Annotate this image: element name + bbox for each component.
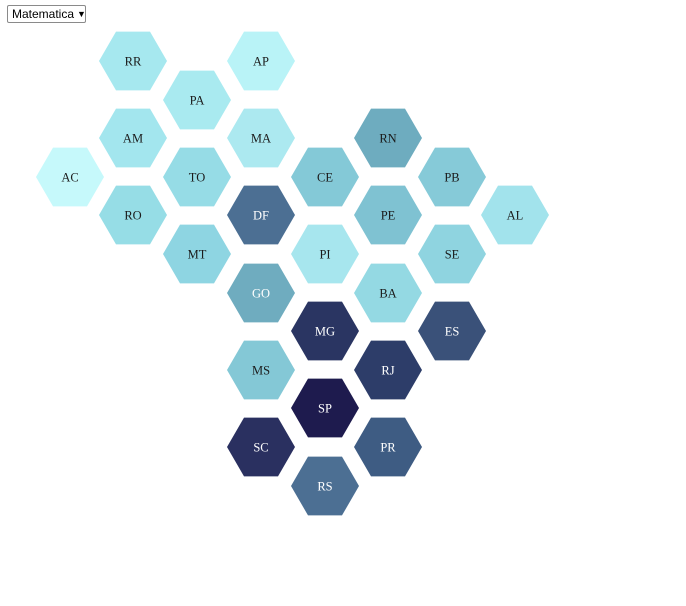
hex-shape[interactable] (99, 185, 167, 245)
hex-shape[interactable] (291, 224, 359, 284)
subject-select-value: Matematica (12, 7, 75, 21)
hex-tile-al[interactable]: AL (481, 185, 549, 245)
hex-tile-mt[interactable]: MT (163, 224, 231, 284)
hex-tile-ma[interactable]: MA (227, 108, 295, 168)
hex-shape[interactable] (418, 147, 486, 207)
hex-shape[interactable] (291, 147, 359, 207)
hex-tile-pb[interactable]: PB (418, 147, 486, 207)
hex-shape[interactable] (354, 185, 422, 245)
hex-shape[interactable] (291, 378, 359, 438)
hex-tile-rn[interactable]: RN (354, 108, 422, 168)
hex-tile-sp[interactable]: SP (291, 378, 359, 438)
triangle-down-icon: ▼ (77, 9, 86, 19)
hex-tile-pa[interactable]: PA (163, 70, 231, 130)
hex-tile-ro[interactable]: RO (99, 185, 167, 245)
hex-tile-rj[interactable]: RJ (354, 340, 422, 400)
hex-shape[interactable] (227, 417, 295, 477)
hex-tile-rr[interactable]: RR (99, 31, 167, 91)
hex-tile-pe[interactable]: PE (354, 185, 422, 245)
hex-shape[interactable] (36, 147, 104, 207)
hex-shape[interactable] (418, 224, 486, 284)
hex-shape[interactable] (163, 70, 231, 130)
hex-tile-am[interactable]: AM (99, 108, 167, 168)
hex-shape[interactable] (99, 31, 167, 91)
hex-shape[interactable] (291, 301, 359, 361)
subject-select[interactable]: Matematica ▼ (7, 5, 86, 23)
hex-shape[interactable] (163, 224, 231, 284)
hex-tile-df[interactable]: DF (227, 185, 295, 245)
hex-shape[interactable] (354, 263, 422, 323)
hex-shape[interactable] (163, 147, 231, 207)
hex-tile-go[interactable]: GO (227, 263, 295, 323)
hex-shape[interactable] (227, 340, 295, 400)
hex-tile-sc[interactable]: SC (227, 417, 295, 477)
hex-tile-ce[interactable]: CE (291, 147, 359, 207)
hex-shape[interactable] (227, 31, 295, 91)
hex-tile-ac[interactable]: AC (36, 147, 104, 207)
hex-tile-es[interactable]: ES (418, 301, 486, 361)
hex-tile-ap[interactable]: AP (227, 31, 295, 91)
hex-shape[interactable] (99, 108, 167, 168)
hex-shape[interactable] (227, 185, 295, 245)
hex-shape[interactable] (291, 456, 359, 516)
hex-tile-ms[interactable]: MS (227, 340, 295, 400)
hex-tile-rs[interactable]: RS (291, 456, 359, 516)
hex-tile-ba[interactable]: BA (354, 263, 422, 323)
hex-tile-to[interactable]: TO (163, 147, 231, 207)
hex-shape[interactable] (354, 340, 422, 400)
hex-shape[interactable] (418, 301, 486, 361)
hex-shape[interactable] (227, 263, 295, 323)
hex-shape[interactable] (227, 108, 295, 168)
hex-tile-pi[interactable]: PI (291, 224, 359, 284)
hex-shape[interactable] (354, 108, 422, 168)
hex-tile-se[interactable]: SE (418, 224, 486, 284)
hex-tile-pr[interactable]: PR (354, 417, 422, 477)
hex-shape[interactable] (481, 185, 549, 245)
hex-shape[interactable] (354, 417, 422, 477)
hex-tile-mg[interactable]: MG (291, 301, 359, 361)
